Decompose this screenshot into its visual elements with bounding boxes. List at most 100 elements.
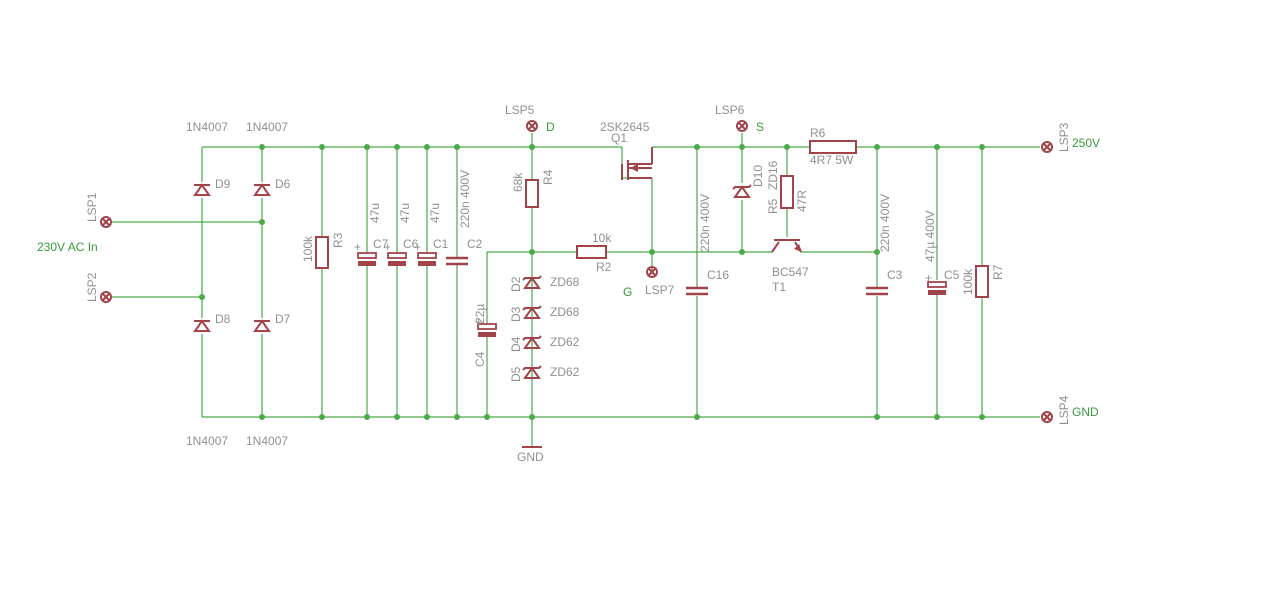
c7-label: C7: [373, 237, 389, 251]
d9-type: 1N4007: [186, 120, 228, 134]
connector-lsp4: LSP4: [1041, 395, 1071, 425]
connector-lsp2: LSP2: [85, 272, 112, 303]
r7-label: R7: [991, 264, 1005, 280]
r7-value: 100k: [961, 268, 975, 295]
lsp1-label: LSP1: [85, 192, 99, 222]
ground-symbol: GND: [517, 446, 544, 464]
connector-lsp7: LSP7: [645, 266, 675, 297]
connector-lsp1: LSP1: [85, 192, 112, 228]
lsp5-label: LSP5: [505, 103, 535, 117]
c3-label: C3: [887, 268, 903, 282]
gate-label: G: [623, 285, 632, 299]
c5-label: C5: [944, 268, 960, 282]
zener-d10: D10 ZD16: [732, 160, 780, 198]
c16-label: C16: [707, 268, 729, 282]
c1-value: 47u: [428, 203, 442, 223]
d3-value: ZD68: [550, 305, 580, 319]
ground-label: GND: [517, 450, 544, 464]
resistor-icon: [525, 179, 539, 208]
resistor-r6: R6 4R7 5W: [809, 126, 857, 167]
drain-label: D: [546, 120, 555, 134]
diode-d9: D9 1N4007: [186, 120, 231, 196]
bjt-arrow-icon: [794, 244, 802, 252]
t1-type: BC547: [772, 265, 809, 279]
q1-label: Q1: [611, 131, 627, 145]
lsp4-label: LSP4: [1057, 395, 1071, 425]
d9-label: D9: [215, 177, 231, 191]
connector-pad-icon: [100, 291, 112, 303]
c6-label: C6: [403, 237, 419, 251]
r4-value: 68k: [511, 172, 525, 192]
resistor-icon: [315, 236, 329, 269]
transistor-t1: BC547 T1: [771, 239, 809, 294]
r6-label: R6: [810, 126, 826, 140]
electrolytic-capacitor-icon: [387, 252, 407, 267]
output-250v-label: 250V: [1072, 136, 1100, 150]
connector-pad-icon: [736, 120, 748, 132]
capacitor-c2: 220n 400V C2: [444, 170, 483, 266]
q1-type: 2SK2645: [600, 120, 650, 134]
c5-value: 47µ 400V: [923, 210, 937, 262]
resistor-r2: 10k R2: [576, 231, 612, 274]
c16-value: 220n 400V: [698, 194, 712, 252]
c4-label: C4: [473, 351, 487, 367]
d2-label: D2: [509, 276, 523, 292]
c6-plus: +: [384, 240, 391, 254]
lsp2-label: LSP2: [85, 272, 99, 302]
c3-value: 220n 400V: [878, 194, 892, 252]
diode-d7: D7 1N4007: [246, 312, 291, 448]
resistor-r7: 100k R7: [961, 264, 1005, 298]
connector-lsp3: LSP3: [1041, 122, 1071, 153]
capacitor-c16: 220n 400V C16: [684, 194, 729, 296]
diode-icon: [193, 184, 211, 196]
wires: [112, 133, 1040, 447]
capacitor-c1: + 47u C1: [414, 203, 449, 267]
resistor-r5: R5 47R: [766, 175, 809, 214]
r3-value: 100k: [301, 235, 315, 262]
d2-value: ZD68: [550, 275, 580, 289]
c6-value: 47u: [398, 203, 412, 223]
mosfet-arrow-icon: [630, 164, 638, 172]
diode-icon: [253, 320, 271, 332]
zener-diode-icon: [732, 184, 752, 198]
resistor-icon: [780, 175, 794, 209]
net-labels: 230V AC In 250V GND D S G: [37, 120, 1100, 419]
t1-label: T1: [772, 280, 786, 294]
source-label: S: [756, 120, 764, 134]
d6-type: 1N4007: [246, 120, 288, 134]
d5-label: D5: [509, 366, 523, 382]
connector-pad-icon: [526, 120, 538, 132]
capacitor-c5: + 47µ 400V C5: [923, 210, 960, 296]
d4-value: ZD62: [550, 335, 580, 349]
mosfet-q1: 2SK2645 Q1: [600, 120, 653, 180]
connector-pad-icon: [1041, 141, 1053, 153]
d6-label: D6: [275, 177, 291, 191]
c1-plus: +: [414, 240, 421, 254]
resistor-icon: [809, 140, 857, 154]
capacitor-c6: + 47u C6: [384, 203, 419, 267]
resistor-icon: [576, 245, 607, 259]
capacitor-icon: [684, 286, 710, 296]
resistor-r3: 100k R3: [301, 232, 345, 269]
r3-label: R3: [331, 232, 345, 248]
resistor-r4: 68k R4: [511, 169, 555, 208]
zener-d5: D5 ZD62: [509, 365, 580, 382]
capacitor-c3: 220n 400V C3: [864, 194, 903, 296]
output-gnd-label: GND: [1072, 405, 1099, 419]
r2-value: 10k: [592, 231, 612, 245]
c7-value: 47u: [368, 203, 382, 223]
capacitor-c4: + 22µ C4: [473, 304, 497, 367]
zener-d2: D2 ZD68: [509, 275, 580, 292]
r5-label: R5: [766, 198, 780, 214]
d10-label: D10: [751, 165, 765, 187]
zener-d3: D3 ZD68: [509, 305, 580, 322]
d7-label: D7: [275, 312, 291, 326]
diode-d6: D6 1N4007: [246, 120, 291, 196]
d7-type: 1N4007: [246, 434, 288, 448]
diode-icon: [193, 320, 211, 332]
electrolytic-capacitor-icon: [357, 252, 377, 267]
ac-input-label: 230V AC In: [37, 240, 98, 254]
c2-value: 220n 400V: [458, 170, 472, 228]
capacitor-icon: [444, 256, 470, 266]
